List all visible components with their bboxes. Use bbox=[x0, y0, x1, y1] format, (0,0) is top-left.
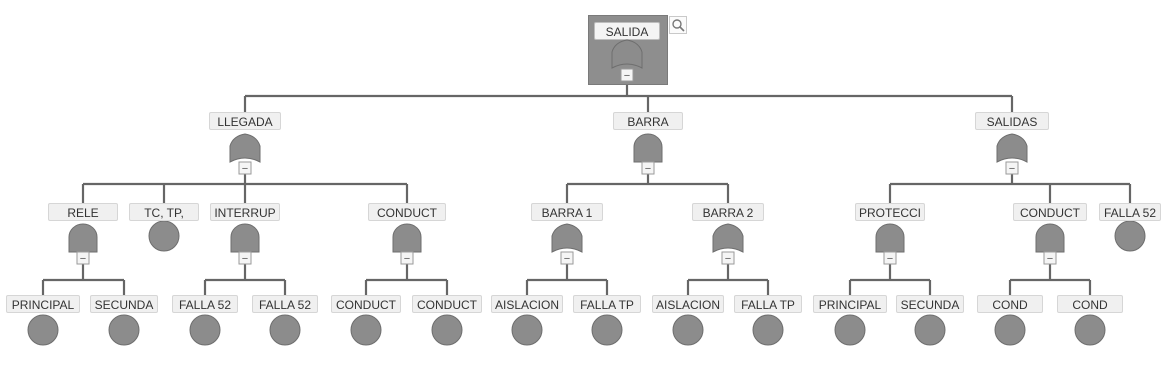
gate-icon bbox=[551, 223, 583, 253]
collapse-toggle-symbol: − bbox=[564, 253, 570, 265]
basic-event-label[interactable]: CONDUCT bbox=[331, 295, 401, 313]
node-label[interactable]: BARRA 2 bbox=[692, 203, 764, 221]
gate-icon-salidas bbox=[996, 133, 1028, 163]
basic-event-label[interactable]: FALLA 52 bbox=[252, 295, 318, 313]
basic-event-label[interactable]: SECUNDA bbox=[896, 295, 964, 313]
collapse-toggle-symbol: − bbox=[725, 253, 731, 265]
basic-event-circle[interactable] bbox=[672, 314, 704, 346]
collapse-toggle-symbol: − bbox=[80, 253, 86, 265]
basic-event-circle[interactable] bbox=[834, 314, 866, 346]
basic-event-circle[interactable] bbox=[108, 314, 140, 346]
magnifier-icon bbox=[672, 19, 685, 32]
collapse-toggle-symbol: − bbox=[1009, 163, 1015, 175]
gate-icon-barra bbox=[633, 133, 663, 163]
collapse-toggle[interactable] bbox=[1043, 251, 1057, 265]
basic-event-circle[interactable] bbox=[189, 314, 221, 346]
basic-event-label[interactable]: COND bbox=[1057, 295, 1123, 313]
basic-event-label[interactable]: PRINCIPAL bbox=[813, 295, 887, 313]
basic-event-circle[interactable] bbox=[1114, 220, 1146, 252]
basic-event-label[interactable]: CONDUCT bbox=[412, 295, 482, 313]
basic-event-label[interactable]: FALLA TP bbox=[734, 295, 802, 313]
basic-event-circle[interactable] bbox=[148, 220, 180, 252]
node-label[interactable]: TC, TP, bbox=[129, 203, 199, 221]
gate-icon bbox=[875, 223, 905, 253]
basic-event-label[interactable]: PRINCIPAL bbox=[6, 295, 80, 313]
node-label[interactable]: CONDUCT bbox=[368, 203, 446, 221]
basic-event-label[interactable]: SECUNDA bbox=[90, 295, 158, 313]
collapse-toggle-symbol: − bbox=[242, 163, 248, 175]
node-label[interactable]: PROTECCI bbox=[855, 203, 925, 221]
gate-icon bbox=[1035, 223, 1065, 253]
collapse-toggle-symbol: − bbox=[624, 70, 630, 82]
basic-event-label[interactable]: AISLACION bbox=[652, 295, 724, 313]
basic-event-label[interactable]: FALLA 52 bbox=[172, 295, 238, 313]
collapse-toggle-symbol: − bbox=[242, 253, 248, 265]
gate-icon bbox=[230, 223, 260, 253]
top-event-label[interactable]: SALIDA bbox=[594, 22, 660, 40]
gate-icon bbox=[392, 223, 422, 253]
gate-icon bbox=[712, 223, 744, 253]
basic-event-label[interactable]: COND bbox=[977, 295, 1043, 313]
collapse-toggle[interactable] bbox=[883, 251, 897, 265]
basic-event-circle[interactable] bbox=[914, 314, 946, 346]
node-label[interactable]: BARRA 1 bbox=[531, 203, 603, 221]
gate-icon-llegada bbox=[229, 133, 261, 163]
node-label[interactable]: CONDUCT bbox=[1013, 203, 1087, 221]
collapse-toggle-symbol: − bbox=[1047, 253, 1053, 265]
node-label[interactable]: RELE bbox=[48, 203, 118, 221]
node-label[interactable]: INTERRUP bbox=[210, 203, 280, 221]
basic-event-circle[interactable] bbox=[431, 314, 463, 346]
node-label[interactable]: FALLA 52 bbox=[1099, 203, 1161, 221]
basic-event-circle[interactable] bbox=[1074, 314, 1106, 346]
top-event-or-gate-icon bbox=[611, 39, 643, 69]
collapse-toggle[interactable] bbox=[560, 251, 574, 265]
collapse-toggle[interactable] bbox=[1005, 161, 1019, 175]
basic-event-circle[interactable] bbox=[752, 314, 784, 346]
collapse-toggle[interactable] bbox=[641, 161, 655, 175]
basic-event-circle[interactable] bbox=[27, 314, 59, 346]
basic-event-circle[interactable] bbox=[350, 314, 382, 346]
collapse-toggle[interactable] bbox=[721, 251, 735, 265]
basic-event-circle[interactable] bbox=[591, 314, 623, 346]
basic-event-label[interactable]: AISLACION bbox=[491, 295, 563, 313]
collapse-toggle-symbol: − bbox=[887, 253, 893, 265]
collapse-toggle[interactable] bbox=[400, 251, 414, 265]
basic-event-label[interactable]: FALLA TP bbox=[573, 295, 641, 313]
basic-event-circle[interactable] bbox=[994, 314, 1026, 346]
collapse-toggle[interactable] bbox=[76, 251, 90, 265]
collapse-toggle[interactable] bbox=[620, 68, 634, 82]
collapse-toggle-symbol: − bbox=[404, 253, 410, 265]
collapse-toggle-symbol: − bbox=[645, 163, 651, 175]
node-label-salidas[interactable]: SALIDAS bbox=[975, 112, 1049, 130]
node-label-llegada[interactable]: LLEGADA bbox=[209, 112, 281, 130]
node-label-barra[interactable]: BARRA bbox=[613, 112, 683, 130]
collapse-toggle[interactable] bbox=[238, 161, 252, 175]
collapse-toggle[interactable] bbox=[238, 251, 252, 265]
gate-icon bbox=[68, 223, 98, 253]
basic-event-circle[interactable] bbox=[269, 314, 301, 346]
basic-event-circle[interactable] bbox=[511, 314, 543, 346]
zoom-icon[interactable] bbox=[669, 16, 687, 34]
